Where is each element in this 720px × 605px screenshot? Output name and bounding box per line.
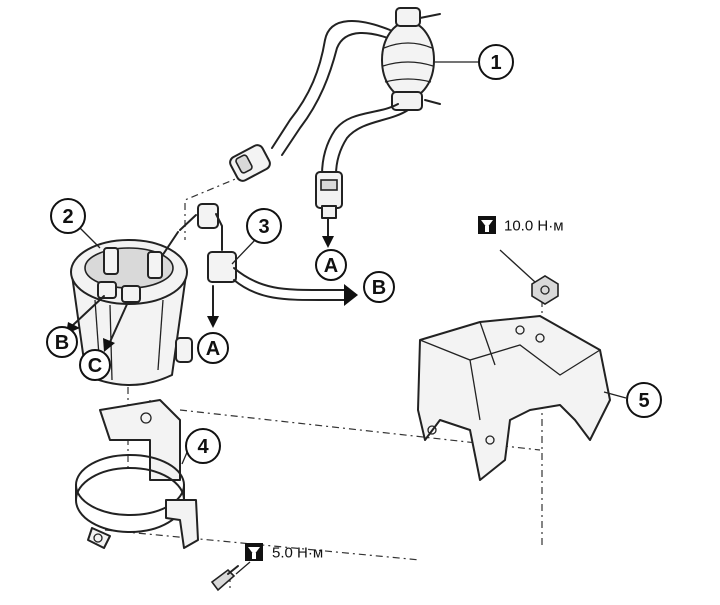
arrow-to-a-upper: [322, 236, 334, 248]
arrow-to-b-right: [344, 284, 358, 306]
torque-wrench-icon: [245, 543, 263, 561]
callout-label: B: [372, 277, 386, 299]
arrow-to-a-lower: [207, 316, 219, 328]
connection-arrows: [66, 217, 358, 352]
callout-label: 5: [638, 390, 649, 412]
torque-spec-lower: 5.0 Н·м: [245, 543, 323, 562]
callout-label: B: [55, 332, 69, 354]
torque-wrench-icon: [478, 216, 496, 234]
callout-label: 4: [197, 436, 209, 458]
part-1-hose-assembly: [229, 7, 441, 219]
callout-label: A: [324, 255, 338, 277]
callout-label: 2: [62, 206, 73, 228]
callout-connector-b-right: B: [363, 271, 395, 303]
arrow-to-c: [103, 338, 115, 352]
torque-value: 5.0 Н·м: [272, 545, 323, 562]
callout-part-5: 5: [626, 382, 662, 418]
part-5-mounting-bracket: [417, 249, 611, 481]
callout-label: A: [206, 338, 220, 360]
callout-part-1: 1: [478, 44, 514, 80]
callout-label: 3: [258, 216, 269, 238]
part-3-fuel-line: [197, 203, 347, 301]
torque-value: 10.0 Н·м: [504, 218, 564, 235]
callout-connector-a-lower: A: [197, 332, 229, 364]
callout-part-2: 2: [50, 198, 86, 234]
torque-spec-upper: 10.0 Н·м: [478, 216, 564, 235]
callout-part-4: 4: [185, 428, 221, 464]
callout-connector-a-upper: A: [315, 249, 347, 281]
part-4-clamp-bracket: [75, 399, 239, 592]
callout-connector-b-left: B: [46, 326, 78, 358]
callout-label: C: [88, 355, 102, 377]
callout-connector-c: C: [79, 349, 111, 381]
callout-label: 1: [490, 52, 501, 74]
callout-part-3: 3: [246, 208, 282, 244]
